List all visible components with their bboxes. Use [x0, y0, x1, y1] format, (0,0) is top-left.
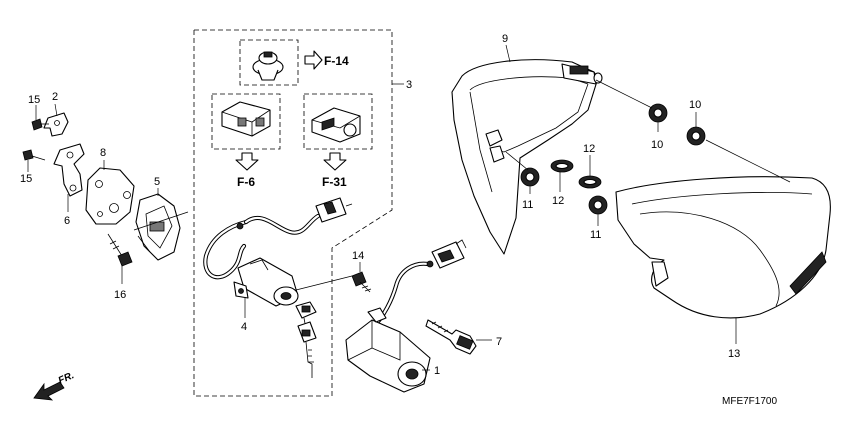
ref-f31-label: F-31	[322, 175, 347, 189]
diagram-code: MFE7F1700	[722, 396, 777, 407]
callout-14: 14	[352, 250, 364, 262]
lock-harness	[371, 239, 467, 329]
callout-13: 13	[728, 348, 740, 360]
callout-15-upper: 15	[28, 94, 40, 106]
bolt-part-14	[351, 271, 372, 293]
callout-1: 1	[434, 365, 440, 377]
grommet-part-10-b	[686, 126, 706, 146]
arrow-f14	[304, 50, 323, 70]
callout-12-b: 12	[583, 143, 595, 155]
grommet-f14	[252, 51, 284, 81]
subbox-f31	[303, 93, 373, 150]
arrow-f6	[235, 152, 259, 171]
stay-part-6	[53, 143, 85, 197]
ignition-switch-part-4	[233, 257, 299, 307]
stay-part-2	[43, 112, 69, 137]
grommet-part-11-a	[520, 167, 540, 187]
bolt-part-16	[107, 233, 133, 267]
callout-2: 2	[52, 91, 58, 103]
callout-4: 4	[241, 321, 247, 333]
callout-6: 6	[64, 215, 70, 227]
side-cover-part-9	[451, 59, 603, 255]
subbox-f6	[211, 93, 281, 150]
side-cover-part-13	[615, 176, 831, 319]
callout-9: 9	[502, 33, 508, 45]
block-f6	[221, 101, 271, 137]
rubber-part-12-b	[578, 175, 602, 189]
front-direction-arrow-icon: FR.	[33, 370, 76, 401]
callout-5: 5	[154, 176, 160, 188]
bolt-part-15-upper	[31, 118, 49, 131]
callout-11-b: 11	[590, 229, 601, 241]
direction-label: FR.	[57, 370, 76, 387]
grommet-part-10-a	[648, 103, 668, 123]
latch-f31	[311, 107, 361, 143]
callout-11-a: 11	[522, 199, 533, 211]
grommet-part-11-b	[588, 195, 608, 215]
callout-16: 16	[114, 289, 126, 301]
leader-lines	[27, 44, 791, 371]
ignition-keys	[295, 301, 317, 378]
callout-10-b: 10	[689, 99, 701, 111]
rubber-part-12-a	[550, 159, 574, 173]
key-part-7	[425, 319, 477, 355]
callout-15-lower: 15	[20, 173, 32, 185]
subbox-f14	[239, 39, 299, 86]
callout-10-a: 10	[651, 139, 663, 151]
callout-12-a: 12	[552, 195, 564, 207]
callout-8: 8	[100, 147, 106, 159]
arrow-f31	[323, 152, 347, 171]
switch-assembly-outline	[193, 29, 393, 397]
callout-7: 7	[496, 336, 502, 348]
ref-f6-label: F-6	[237, 175, 255, 189]
helmet-lock-part-1	[345, 307, 431, 393]
callout-3: 3	[406, 79, 412, 91]
plate-part-8	[85, 167, 135, 225]
ref-f14-label: F-14	[324, 54, 349, 68]
switch-harness	[203, 197, 353, 280]
bolt-part-15-lower	[22, 149, 46, 161]
cover-part-5	[135, 193, 181, 261]
